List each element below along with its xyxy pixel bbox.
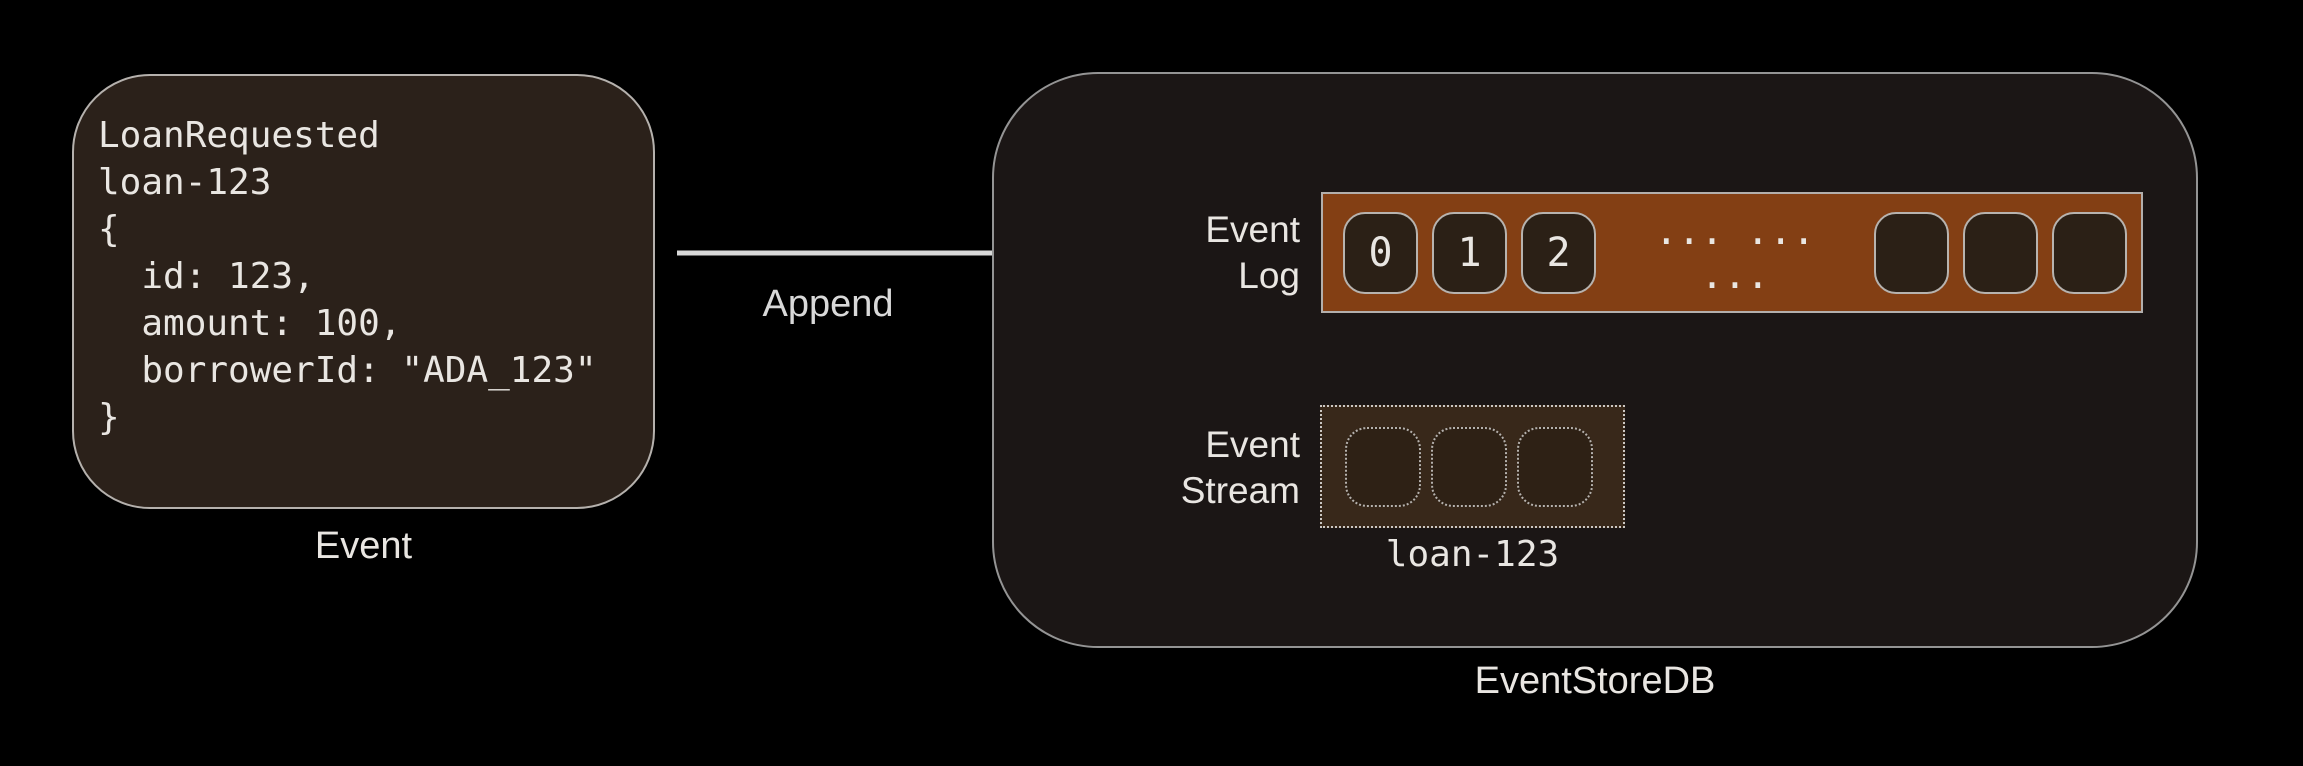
log-cell-empty [2052, 211, 2127, 294]
eventstoredb-container [992, 72, 2198, 648]
log-cell: 2 [1521, 211, 1596, 294]
stream-cell-empty [1517, 426, 1593, 507]
log-cell: 0 [1343, 211, 1418, 294]
event-card: LoanRequested loan-123 { id: 123, amount… [72, 74, 655, 509]
event-log-label: Event Log [1060, 207, 1300, 299]
log-cell-empty [1963, 211, 2038, 294]
event-stream-name: loan-123 [1385, 534, 1560, 575]
event-stream-label-line1: Event [1205, 424, 1300, 465]
event-stream-label: Event Stream [1060, 422, 1300, 514]
eventstoredb-caption: EventStoreDB [1474, 660, 1716, 702]
log-cell-empty [1874, 211, 1949, 294]
stream-cell-empty [1431, 426, 1507, 507]
log-ellipsis: ... ... ... [1654, 208, 1816, 297]
stream-cell-empty [1345, 426, 1421, 507]
event-stream-box [1320, 405, 1625, 528]
event-code: LoanRequested loan-123 { id: 123, amount… [98, 115, 597, 438]
append-label: Append [762, 283, 894, 325]
event-stream-label-line2: Stream [1180, 470, 1300, 511]
event-log-label-line2: Log [1238, 255, 1300, 296]
event-card-caption: Event [314, 525, 413, 567]
log-cell: 1 [1432, 211, 1507, 294]
event-log-label-line1: Event [1205, 209, 1300, 250]
